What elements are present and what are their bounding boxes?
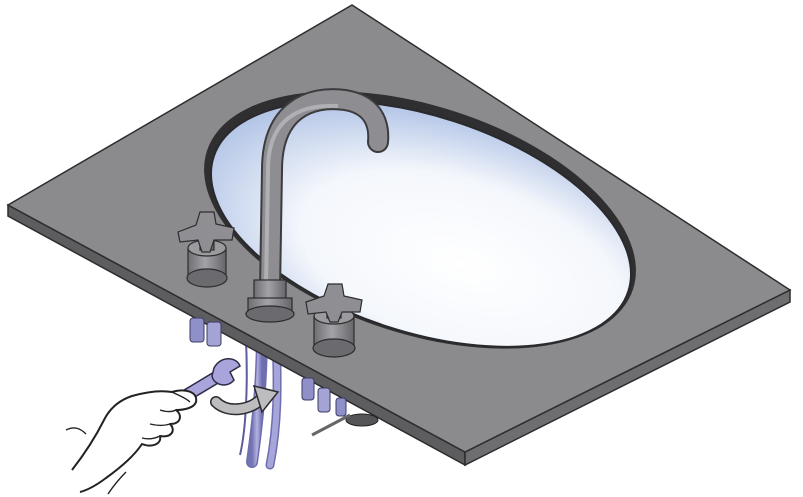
hand-icon [66, 390, 196, 494]
